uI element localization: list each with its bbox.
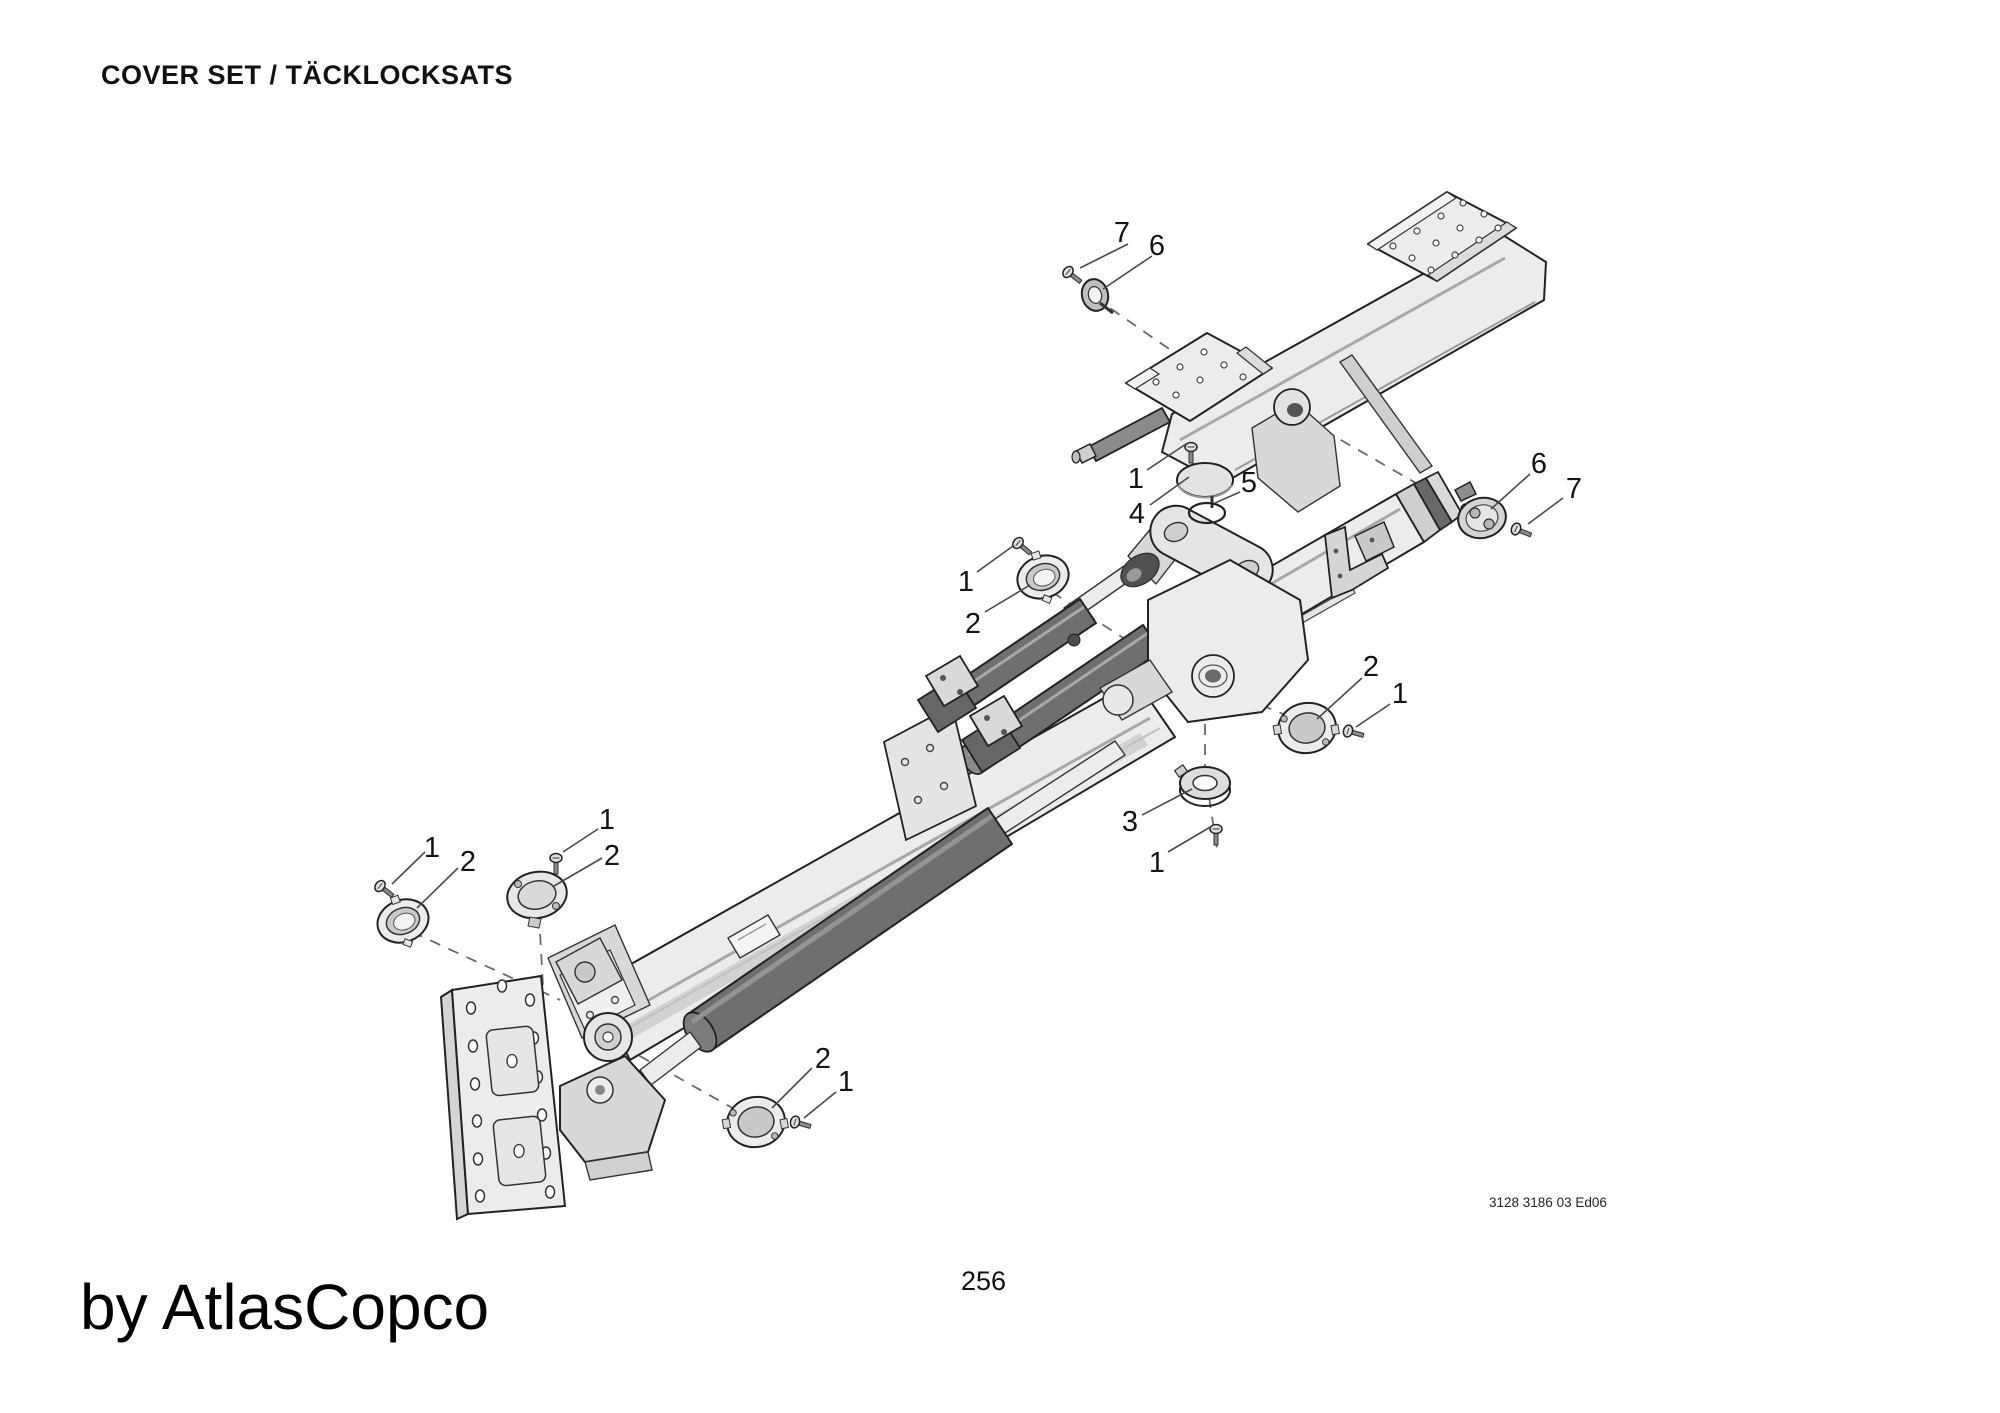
- callout-label-2a: 2: [965, 608, 981, 640]
- part-screw-rightmid: [1341, 723, 1366, 742]
- watermark-text: by AtlasCopco: [80, 1271, 490, 1343]
- callout-label-1b: 1: [958, 566, 974, 598]
- mounting-plate-top-left: [1124, 332, 1274, 422]
- mounting-plate-top-right: [1366, 191, 1518, 282]
- callout-label-2d: 2: [604, 840, 620, 872]
- part-screw-below: [1209, 823, 1223, 846]
- beam-shaft: [1071, 406, 1172, 465]
- part-screw-left: [1009, 534, 1035, 559]
- callout-label-1f: 1: [599, 804, 615, 836]
- callout-label-7b: 7: [1566, 473, 1582, 505]
- part-cover-bottom: [718, 1090, 792, 1154]
- callout-label-1d: 1: [1149, 847, 1165, 879]
- callout-label-6a: 6: [1149, 230, 1165, 262]
- part-o-ring: [1187, 501, 1227, 525]
- callout-label-1g: 1: [838, 1066, 854, 1098]
- callout-label-1a: 1: [1128, 463, 1144, 495]
- cylinder-bracket: [1324, 520, 1395, 600]
- callout-leader-lines: [391, 243, 1564, 1119]
- beam-pivot-bracket: [1251, 388, 1341, 513]
- part-cap-bl: [506, 870, 568, 929]
- callout-label-2e: 2: [815, 1043, 831, 1075]
- drawing-number: 3128 3186 03 Ed06: [1489, 1195, 1607, 1210]
- clevis-links: [1098, 504, 1309, 723]
- callout-label-4: 4: [1129, 498, 1145, 530]
- callout-label-5: 5: [1241, 467, 1257, 499]
- part-plug-disc: [1176, 462, 1234, 508]
- part-retaining-ring: [1173, 764, 1231, 807]
- callout-label-2b: 2: [1363, 651, 1379, 683]
- cylinder-clamps: [882, 654, 1024, 842]
- part-cover-ring-left: [1009, 543, 1078, 612]
- page-number: 256: [961, 1266, 1007, 1296]
- callout-label-6b: 6: [1531, 448, 1547, 480]
- callout-label-1e: 1: [424, 832, 440, 864]
- part-washer-top: [1080, 278, 1114, 315]
- hinge-brackets: [555, 937, 666, 1181]
- feed-beam: [1071, 191, 1547, 513]
- callout-label-2c: 2: [460, 846, 476, 878]
- hydraulic-cylinder-3: [597, 740, 1126, 1133]
- callout-labels: 7 6 1 4 5 6 7 1 2 2 1 3 1 1 2 1 2 2 1: [424, 217, 1582, 1098]
- callout-label-3: 3: [1122, 806, 1138, 838]
- part-screw-bl2: [549, 852, 563, 875]
- callout-label-7a: 7: [1114, 217, 1130, 249]
- part-screw-right: [1508, 521, 1534, 542]
- boom-arm: [547, 679, 1176, 1062]
- callout-label-1c: 1: [1392, 678, 1408, 710]
- part-cover-right: [1457, 496, 1507, 540]
- part-screw-bottom: [788, 1114, 813, 1133]
- page-title: COVER SET / TÄCKLOCKSATS: [101, 60, 514, 90]
- base-mounting-plate: [439, 975, 566, 1221]
